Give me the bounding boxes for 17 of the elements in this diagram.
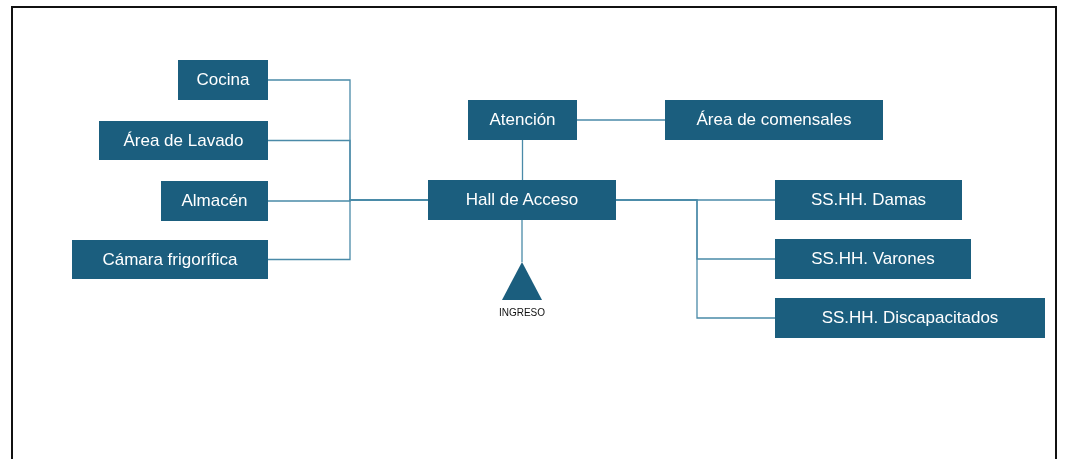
area-box: Área de comensales	[665, 100, 883, 140]
connector-line	[576, 119, 666, 121]
connector-line	[615, 199, 776, 319]
area-box: SS.HH. Discapacitados	[775, 298, 1045, 338]
area-box: Área de Lavado	[99, 121, 268, 160]
area-box: SS.HH. Varones	[775, 239, 971, 279]
area-box: Cámara frigorífica	[72, 240, 268, 279]
area-box: Atención	[468, 100, 577, 140]
connector-line	[521, 139, 524, 181]
connector-line	[267, 199, 429, 261]
area-box: SS.HH. Damas	[775, 180, 962, 220]
entrance-label: INGRESO	[498, 307, 546, 318]
connector-line	[521, 219, 523, 263]
entrance-triangle	[502, 262, 542, 300]
area-box: Almacén	[161, 181, 268, 221]
area-box: Cocina	[178, 60, 268, 100]
area-box: Hall de Acceso	[428, 180, 616, 220]
